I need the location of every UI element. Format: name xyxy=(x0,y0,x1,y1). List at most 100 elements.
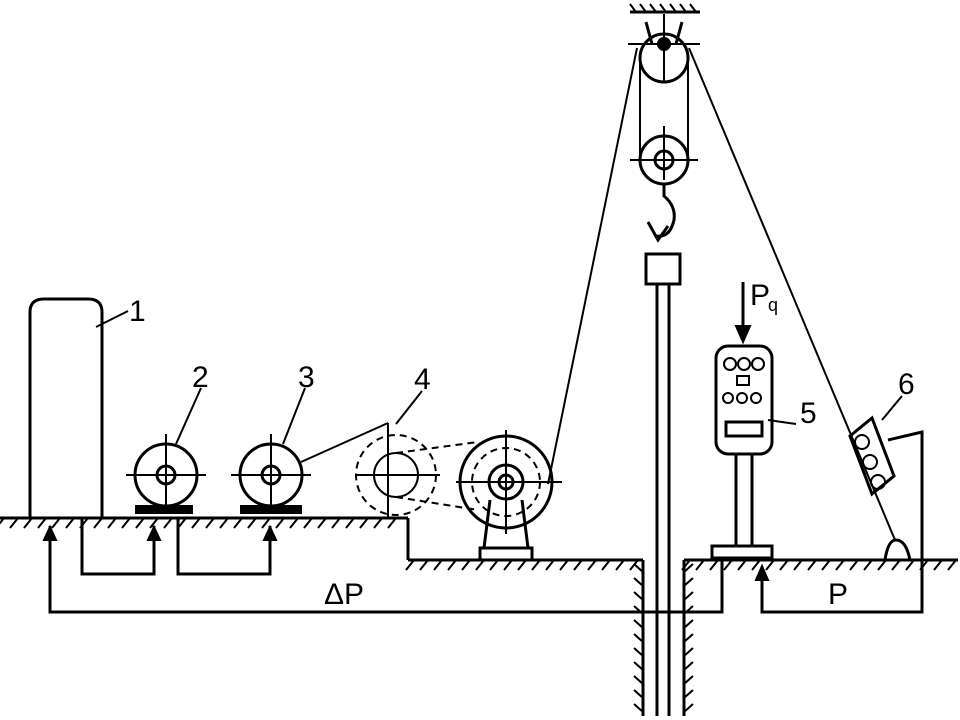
tank xyxy=(28,297,104,518)
hatch-mark xyxy=(587,559,597,571)
hatch-mark xyxy=(303,517,313,529)
well-hatch-mark xyxy=(683,619,694,629)
hoist-line-right xyxy=(688,47,896,541)
well-hatch-mark xyxy=(633,661,644,671)
hatch-mark xyxy=(807,559,817,571)
hatch-mark xyxy=(23,517,33,529)
hatch-mark xyxy=(317,517,327,529)
well-hatch-mark xyxy=(633,591,644,601)
hatch-mark xyxy=(135,517,145,529)
well-hatch-mark xyxy=(683,563,694,573)
delta-p-circuit xyxy=(42,518,724,614)
hatch-mark xyxy=(905,559,915,571)
hatch-mark xyxy=(765,559,775,571)
well-hatch-mark xyxy=(683,633,694,643)
hatch-mark xyxy=(891,559,901,571)
hatch-mark xyxy=(877,559,887,571)
hatch-mark xyxy=(489,559,499,571)
hatch-mark xyxy=(679,3,687,13)
hatch-mark xyxy=(723,559,733,571)
hatch-mark xyxy=(689,3,697,13)
label-1: 1 xyxy=(129,295,146,328)
control-panel xyxy=(710,282,774,560)
leader-line-1 xyxy=(95,310,129,328)
hatch-mark xyxy=(93,517,103,529)
p-circuit xyxy=(754,560,924,614)
hatch-mark xyxy=(121,517,131,529)
hatch-mark xyxy=(779,559,789,571)
label-4: 4 xyxy=(414,363,431,396)
hatch-mark xyxy=(37,517,47,529)
hatch-mark xyxy=(601,559,611,571)
well-hatch-mark xyxy=(683,647,694,657)
hatch-mark xyxy=(793,559,803,571)
hatch-mark xyxy=(419,559,429,571)
ceiling-hatch xyxy=(629,3,697,13)
leader-line-3 xyxy=(282,387,306,445)
label-delta-p: ΔP xyxy=(324,578,364,611)
hatch-mark xyxy=(695,559,705,571)
well-hatch-mark xyxy=(683,675,694,685)
hatch-mark xyxy=(639,3,647,13)
label-5: 5 xyxy=(800,397,817,430)
hatch-mark xyxy=(345,517,355,529)
crown-block xyxy=(628,3,700,84)
hatch-mark xyxy=(261,517,271,529)
hatch-mark xyxy=(821,559,831,571)
well-hatch-mark xyxy=(683,577,694,587)
ground-hatch-left xyxy=(0,517,397,529)
label-load-p: P xyxy=(750,279,770,312)
well-hatch xyxy=(633,563,694,713)
hatch-mark xyxy=(531,559,541,571)
hatch-mark xyxy=(737,559,747,571)
label-2: 2 xyxy=(192,361,209,394)
leader-line-6 xyxy=(881,395,903,421)
leader-line-2 xyxy=(175,387,202,445)
label-p: P xyxy=(828,578,848,611)
well-hatch-mark xyxy=(633,703,644,713)
hatch-mark xyxy=(947,559,957,571)
load-sensor xyxy=(848,415,924,561)
hatch-mark xyxy=(405,559,415,571)
hatch-mark xyxy=(0,517,5,525)
belt-line xyxy=(300,422,389,463)
hatch-mark xyxy=(615,559,625,571)
well-hatch-mark xyxy=(633,689,644,699)
traveling-block xyxy=(630,58,698,243)
ground-left xyxy=(0,516,408,529)
leader-line-5 xyxy=(767,419,797,425)
well-hatch-mark xyxy=(633,563,644,573)
well-hatch-mark xyxy=(633,619,644,629)
hatch-mark xyxy=(65,517,75,529)
hatch-mark xyxy=(849,559,859,571)
hatch-mark xyxy=(219,517,229,529)
drill-string xyxy=(633,252,694,716)
ground-hatch-right xyxy=(405,559,957,571)
hatch-mark xyxy=(107,517,117,529)
hatch-mark xyxy=(751,559,761,571)
label-3: 3 xyxy=(298,361,315,394)
hatch-mark xyxy=(289,517,299,529)
well-hatch-mark xyxy=(633,633,644,643)
hatch-mark xyxy=(51,517,61,529)
hatch-mark xyxy=(9,517,19,529)
well-hatch-mark xyxy=(683,689,694,699)
hatch-mark xyxy=(545,559,555,571)
hatch-mark xyxy=(503,559,513,571)
well-hatch-mark xyxy=(683,703,694,713)
label-load-sub: q xyxy=(768,295,778,315)
hatch-mark xyxy=(359,517,369,529)
hatch-mark xyxy=(149,517,159,529)
hatch-mark xyxy=(163,517,173,529)
hatch-mark xyxy=(233,517,243,529)
pulley-4 xyxy=(355,423,479,518)
hatch-mark xyxy=(835,559,845,571)
hatch-mark xyxy=(669,3,677,13)
well-hatch-mark xyxy=(633,577,644,587)
hatch-mark xyxy=(649,3,657,13)
hatch-mark xyxy=(933,559,943,571)
label-6: 6 xyxy=(898,368,915,401)
well-hatch-mark xyxy=(633,647,644,657)
